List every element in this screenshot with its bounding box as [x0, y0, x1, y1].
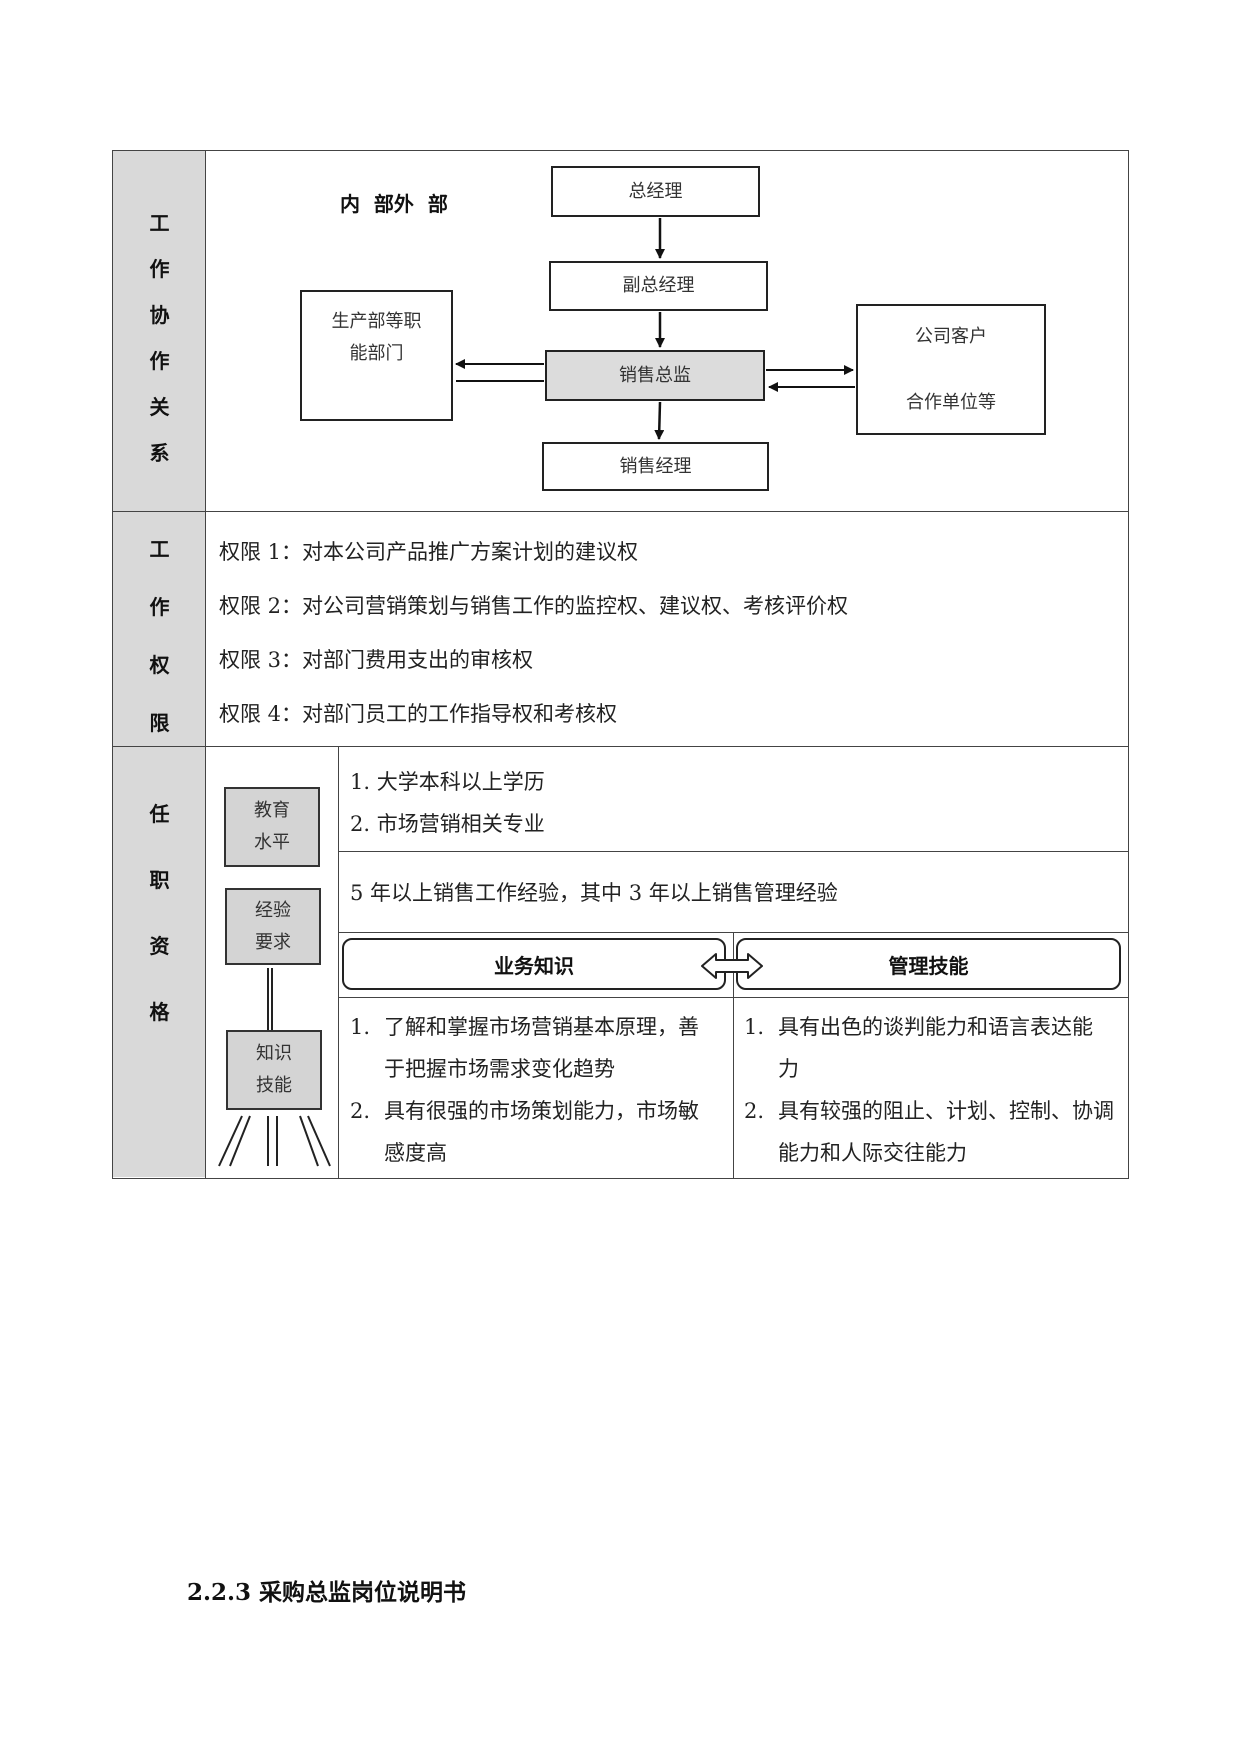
section-heading: 2.2.3 采购总监岗位说明书	[187, 1579, 467, 1606]
item-number: 2.	[350, 1099, 371, 1123]
label-char: 工	[149, 537, 170, 561]
table-divider	[205, 151, 206, 1178]
item-text: 感度高	[384, 1141, 447, 1165]
label-char: 协	[149, 303, 170, 327]
label-cell-qualification: 任 职 资 格	[113, 747, 206, 1177]
table-divider	[113, 511, 1128, 512]
authority-item: 权限 4：对部门员工的工作指导权和考核权	[219, 702, 618, 726]
authority-item: 权限 1：对本公司产品推广方案计划的建议权	[219, 540, 639, 564]
org-box-label: 销售经理	[619, 455, 692, 477]
label-char: 限	[149, 711, 170, 735]
label-char: 作	[149, 349, 170, 373]
easel-label: 水平	[254, 832, 290, 853]
authority-item: 权限 2：对公司营销策划与销售工作的监控权、建议权、考核评价权	[219, 594, 849, 618]
item-number: 1.	[350, 1015, 371, 1039]
table-divider	[338, 747, 339, 1178]
org-box-label: 生产部等职	[331, 311, 422, 332]
label-char: 作	[149, 257, 170, 281]
experience-requirement: 5 年以上销售工作经验，其中 3 年以上销售管理经验	[350, 881, 838, 905]
easel-education-card: 教育 水平	[224, 787, 320, 867]
org-box-label: 合作单位等	[906, 392, 996, 413]
business-knowledge-header: 业务知识	[342, 938, 726, 990]
org-chart-legend: 内 部外 部	[340, 192, 448, 216]
org-box-label: 公司客户	[915, 326, 987, 347]
easel-label: 技能	[256, 1075, 292, 1096]
easel-experience-card: 经验 要求	[225, 888, 321, 965]
management-skill-item: 2. 具有较强的阻止、计划、控制、协调 能力和人际交往能力	[744, 1090, 1128, 1174]
label-char: 系	[149, 441, 170, 465]
org-box-label: 能部门	[349, 343, 404, 364]
easel-label: 知识	[256, 1043, 292, 1064]
label-cell-collaboration: 工 作 协 作 关 系	[113, 151, 206, 511]
easel-skills-card: 知识 技能	[226, 1030, 322, 1110]
label-char: 职	[149, 868, 170, 892]
pill-title: 管理技能	[888, 953, 969, 978]
label-char: 作	[149, 595, 170, 619]
org-box-sales-manager: 销售经理	[542, 442, 769, 491]
easel-label: 教育	[254, 800, 290, 821]
label-char: 格	[149, 1000, 170, 1024]
item-text: 具有很强的市场策划能力，市场敏	[384, 1099, 699, 1123]
education-item: 1. 大学本科以上学历	[350, 770, 545, 794]
label-char: 权	[149, 653, 170, 677]
org-box-label: 销售总监	[619, 364, 691, 386]
org-box-general-manager: 总经理	[551, 166, 760, 217]
table-divider	[113, 746, 1128, 747]
item-text: 力	[778, 1057, 799, 1081]
org-box-label: 总经理	[628, 180, 683, 202]
item-text: 具有出色的谈判能力和语言表达能	[778, 1015, 1093, 1039]
table-divider	[733, 932, 734, 1178]
easel-label: 经验	[255, 899, 291, 921]
education-item: 2. 市场营销相关专业	[350, 812, 545, 836]
org-box-vice-general-manager: 副总经理	[549, 261, 768, 311]
job-description-table	[112, 150, 1129, 1179]
business-knowledge-item: 1. 了解和掌握市场营销基本原理，善 于把握市场需求变化趋势	[350, 1006, 730, 1090]
item-text: 能力和人际交往能力	[778, 1141, 967, 1165]
easel-label: 要求	[255, 931, 291, 953]
org-box-label: 副总经理	[622, 275, 695, 296]
label-cell-authority: 工 作 权 限	[113, 512, 206, 746]
management-skills-header: 管理技能	[736, 938, 1121, 990]
item-number: 1.	[744, 1015, 765, 1039]
business-knowledge-item: 2. 具有很强的市场策划能力，市场敏 感度高	[350, 1090, 730, 1174]
item-text: 具有较强的阻止、计划、控制、协调	[778, 1099, 1114, 1123]
authority-item: 权限 3：对部门费用支出的审核权	[219, 648, 534, 672]
label-char: 资	[149, 934, 170, 958]
label-char: 工	[149, 211, 170, 235]
label-char: 关	[149, 395, 170, 419]
item-number: 2.	[744, 1099, 765, 1123]
management-skill-item: 1. 具有出色的谈判能力和语言表达能 力	[744, 1006, 1128, 1090]
item-text: 了解和掌握市场营销基本原理，善	[384, 1015, 699, 1039]
org-box-sales-director: 销售总监	[545, 350, 765, 401]
label-char: 任	[149, 802, 170, 826]
org-box-production-departments: 生产部等职 能部门	[300, 290, 453, 421]
pill-title: 业务知识	[494, 953, 574, 978]
table-divider	[339, 851, 1128, 852]
org-box-clients-partners: 公司客户 合作单位等	[856, 304, 1046, 435]
item-text: 于把握市场需求变化趋势	[384, 1057, 615, 1081]
